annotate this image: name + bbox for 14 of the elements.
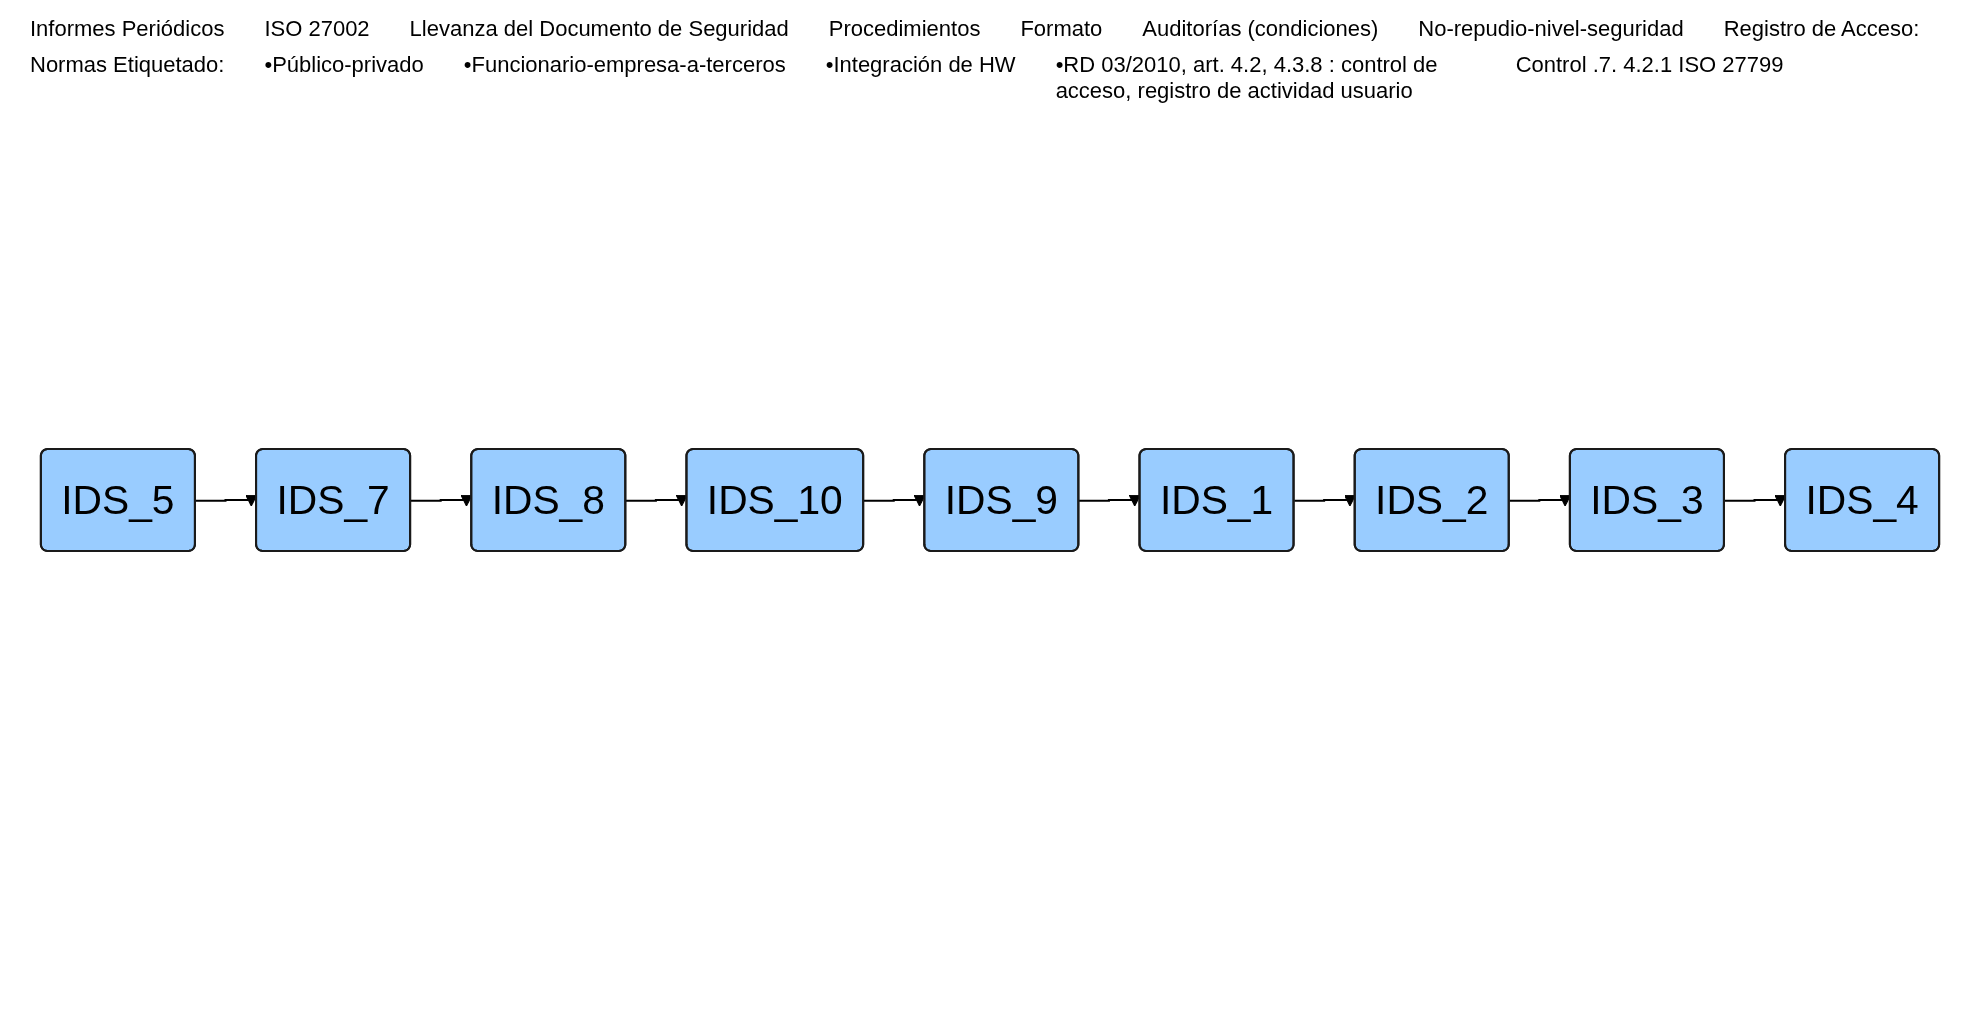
- note-text: No-repudio-nivel-seguridad: [1418, 16, 1684, 42]
- note-text: •RD 03/2010, art. 4.2, 4.3.8 : control de acceso, registro de actividad usuario: [1055, 52, 1439, 104]
- note-text: •Funcionario-empresa-a-terceros: [463, 52, 786, 79]
- note-text: •Integración de HW: [825, 52, 1016, 79]
- note-text: Normas Etiquetado:: [30, 52, 225, 79]
- note-text: Registro de Acceso:: [1723, 16, 1920, 42]
- note-text: ISO 27002: [264, 16, 370, 42]
- note-text: Llevanza del Documento de Seguridad: [409, 16, 789, 42]
- note-text: •Público-privado: [264, 52, 424, 79]
- note-text: Informes Periódicos: [30, 16, 225, 42]
- note-text: Procedimientos: [828, 16, 981, 42]
- note-text: Formato: [1020, 16, 1103, 42]
- note-text: Control .7. 4.2.1 ISO 27799: [1515, 52, 1784, 79]
- note-text: Auditorías (condiciones): [1142, 16, 1379, 42]
